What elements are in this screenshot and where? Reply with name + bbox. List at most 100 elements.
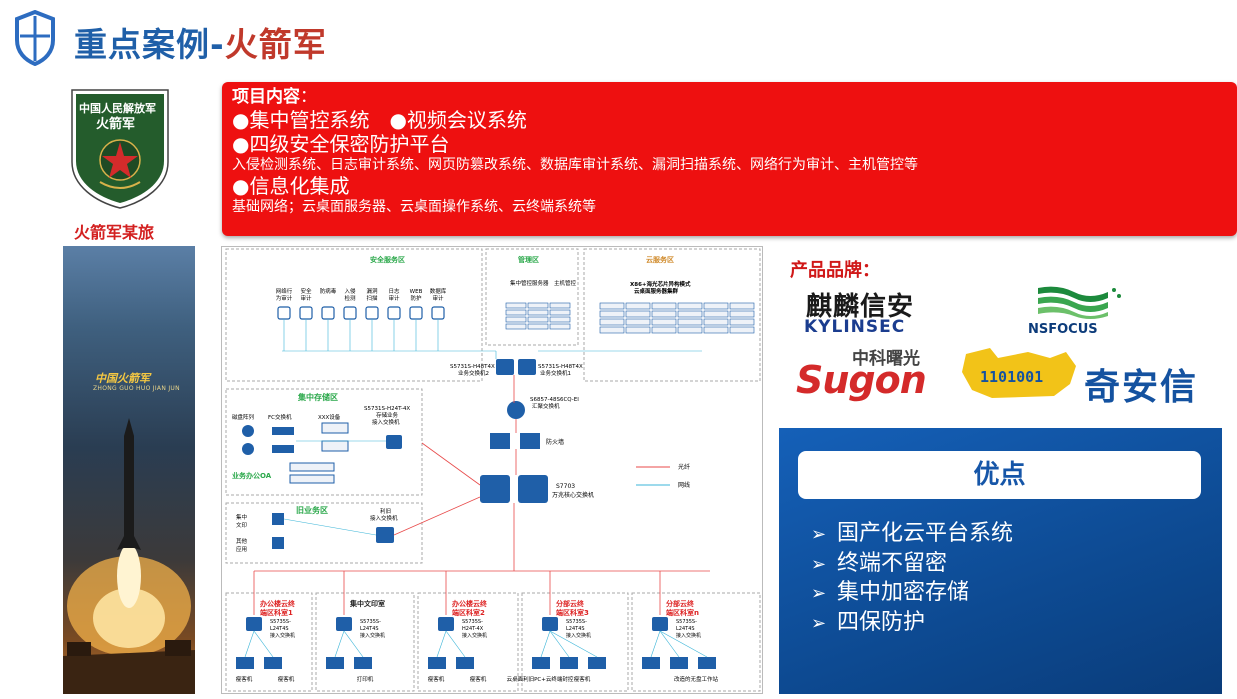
cloud-server-unit xyxy=(625,326,651,334)
core-switch-1-icon xyxy=(480,475,510,503)
security-device-icon xyxy=(409,306,423,320)
advantages-list: ➢国产化云平台系统 ➢终端不留密 ➢集中加密存储 ➢四保防护 xyxy=(811,520,1013,638)
terminal-link xyxy=(253,630,274,658)
mgmt-server-unit xyxy=(527,316,549,323)
terminal-link xyxy=(659,630,708,658)
storage-switch-model: S5731S-H24T-4X xyxy=(364,406,410,412)
oa-server-icon-2 xyxy=(289,474,335,484)
cloud-server-unit xyxy=(625,318,651,326)
advantage-item: ➢终端不留密 xyxy=(811,550,1013,580)
bottom-zone-box xyxy=(521,592,629,692)
project-heading-line: 项目内容： xyxy=(232,88,1227,107)
app-icon xyxy=(272,537,284,549)
storage-switch-role-2: 接入交换机 xyxy=(372,418,400,426)
bottom-terminal-zones: 办公楼云终端区科室1S5735S-L24T4S接入交换机瘦客机瘦客机集中文印室S… xyxy=(225,571,761,692)
firewall-1-icon xyxy=(490,433,510,449)
terminal-link xyxy=(549,630,598,658)
access-switch-label: L24T4S xyxy=(360,626,379,632)
mgmt-server-unit xyxy=(527,302,549,309)
terminal-link xyxy=(540,630,551,658)
security-device-icon xyxy=(431,306,445,320)
terminal-link xyxy=(650,630,661,658)
project-line-2: ●四级安全保密防护平台 xyxy=(232,131,450,156)
bottom-zone-box xyxy=(315,592,415,692)
core-switch-role: 万兆核心交换机 xyxy=(552,491,594,499)
legacy-print-label-2: 文印 xyxy=(236,521,248,529)
access-switch-label: 接入交换机 xyxy=(360,632,385,639)
cloud-server-unit xyxy=(729,326,755,334)
terminal-link xyxy=(659,630,680,658)
qianxin-lion-icon: 1101001 xyxy=(962,348,1076,398)
zone-security-title: 安全服务区 xyxy=(370,255,405,264)
core-switch-2-icon xyxy=(518,475,548,503)
bottom-zone-box xyxy=(417,592,519,692)
mgmt-label-2: 主机管控 xyxy=(554,279,577,287)
security-item-label-2: 为审计 xyxy=(276,294,293,302)
zone-cloud-title: 云服务区 xyxy=(646,255,674,264)
terminal-link xyxy=(343,630,364,658)
cloud-server-unit xyxy=(729,318,755,326)
cloud-server-unit xyxy=(677,326,703,334)
security-items: 网络行为审计安全审计防病毒入侵检测漏洞扫描日志审计WEB防护数据库审计 xyxy=(276,287,447,351)
firewall-label: 防火墙 xyxy=(546,438,564,446)
bottom-zone-title: 端区科室1 xyxy=(260,608,293,617)
arrow-bullet-icon: ➢ xyxy=(811,583,827,604)
terminal-device-icon xyxy=(560,657,578,669)
qianxin-cn-name: 奇安信 xyxy=(1084,367,1199,408)
disk-array-icon-2 xyxy=(242,443,254,455)
terminal-device-label: 瘦客机 xyxy=(574,675,591,683)
cloud-server-unit xyxy=(599,310,625,318)
arrow-bullet-icon: ➢ xyxy=(811,612,827,634)
sugon-logo: 中科曙光 Sugon xyxy=(796,344,936,402)
terminal-device-icon xyxy=(236,657,254,669)
terminal-device-icon xyxy=(326,657,344,669)
security-item-label: WEB xyxy=(410,289,423,295)
sugon-cn-name: 中科曙光 xyxy=(852,349,920,369)
access-switch-label: S5735S- xyxy=(270,619,291,625)
brands-title: 产品品牌： xyxy=(790,260,880,281)
bottom-zone-title: 分部云终 xyxy=(666,599,695,608)
cloud-server-racks xyxy=(599,302,755,334)
poster-title: 中国火箭军 xyxy=(95,372,150,385)
advantage-text: 四保防护 xyxy=(837,609,926,635)
access-switch-label: L24T4S xyxy=(566,626,585,632)
business-switch-2-icon xyxy=(496,359,514,375)
terminal-device-label: 瘦客机 xyxy=(278,675,295,683)
aggregation-switch-role: 汇聚交换机 xyxy=(532,402,560,410)
cable-links xyxy=(282,350,702,536)
project-line-4: ●信息化集成 xyxy=(232,174,350,199)
terminal-device-label: 瘦客机 xyxy=(470,675,487,683)
cloud-server-unit xyxy=(599,302,625,310)
access-switch-label: L24T4S xyxy=(676,626,695,632)
security-item-label: 日志 xyxy=(388,287,400,295)
advantage-item: ➢国产化云平台系统 xyxy=(811,520,1013,550)
badge-arc-text: 中国人民解放军 xyxy=(79,102,156,115)
mgmt-server-unit xyxy=(527,309,549,316)
zone-management xyxy=(485,248,579,346)
mgmt-server-unit xyxy=(527,323,549,330)
disk-array-icon-1 xyxy=(242,425,254,437)
cloud-server-unit xyxy=(651,302,677,310)
cloud-server-unit xyxy=(599,318,625,326)
terminal-device-icon xyxy=(532,657,550,669)
access-switch-label: S5735S- xyxy=(566,619,587,625)
mgmt-server-racks xyxy=(505,302,571,330)
nsfocus-name: NSFOCUS xyxy=(1028,322,1098,337)
firewall-2-icon xyxy=(520,433,540,449)
security-device-icon xyxy=(299,306,313,320)
security-device-icon xyxy=(277,306,291,320)
qianxin-binary-text: 1101001 xyxy=(980,368,1043,386)
access-switch-icon xyxy=(542,617,558,631)
core-switch-model: S7703 xyxy=(556,483,575,490)
terminal-link xyxy=(445,630,466,658)
access-switch-label: 接入交换机 xyxy=(676,632,701,639)
bottom-zone-title: 办公楼云终 xyxy=(260,599,296,608)
kylinsec-cn-name: 麒麟信安 xyxy=(806,292,915,322)
badge-name: 火箭军 xyxy=(96,117,136,132)
rocket-launch-image xyxy=(63,418,195,694)
terminal-device-icon xyxy=(588,657,606,669)
switch-right-role: 业务交换机1 xyxy=(540,369,571,377)
storage-item-3: XXX设备 xyxy=(318,413,341,421)
zone-cloud xyxy=(583,248,761,382)
mgmt-server-unit xyxy=(505,316,527,323)
